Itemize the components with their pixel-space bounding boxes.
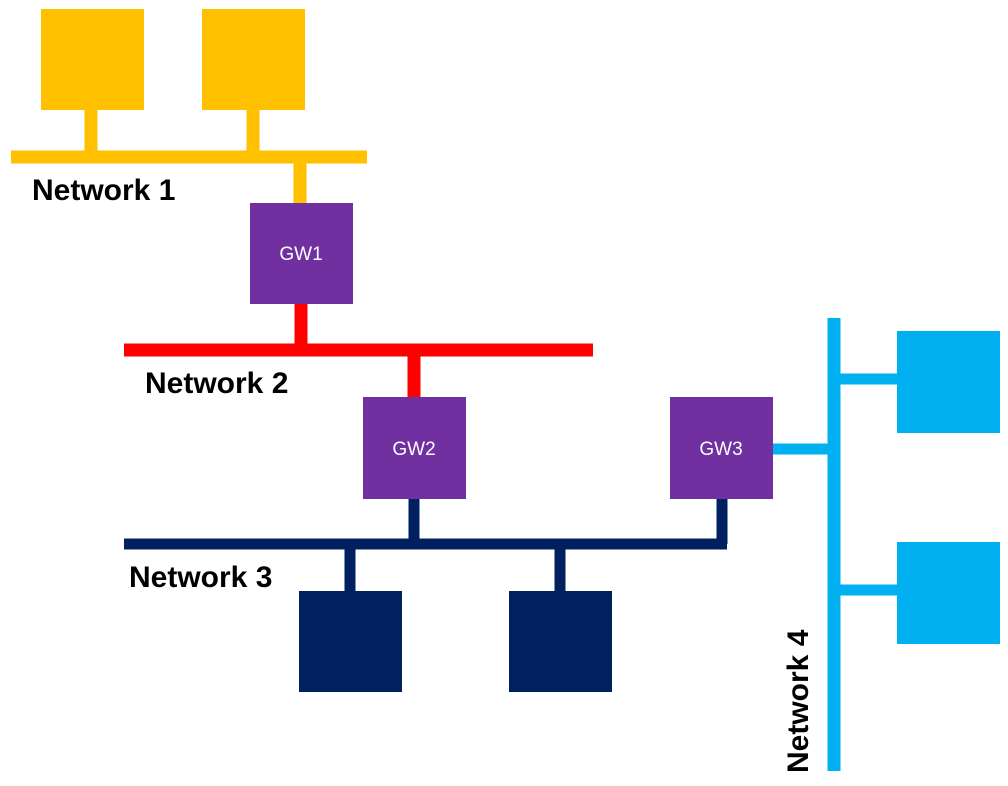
network-3-host-2[interactable] bbox=[509, 591, 612, 692]
gateway-gw1[interactable]: GW1 bbox=[250, 203, 353, 304]
network-2-label: Network 2 bbox=[145, 367, 288, 400]
gw1-label: GW1 bbox=[279, 244, 322, 265]
network-3-host-1[interactable] bbox=[299, 591, 402, 692]
network-3: Network 3 bbox=[124, 498, 728, 692]
gw2-label: GW2 bbox=[392, 439, 435, 460]
network-4-label: Network 4 bbox=[782, 629, 815, 773]
gateway-gw3[interactable]: GW3 bbox=[670, 397, 773, 499]
gw3-box[interactable] bbox=[670, 397, 773, 499]
gw3-label: GW3 bbox=[699, 439, 742, 460]
network-4: Network 4 bbox=[772, 318, 1000, 773]
network-1-label: Network 1 bbox=[32, 174, 175, 207]
network-4-host-1[interactable] bbox=[897, 331, 1000, 433]
gw2-box[interactable] bbox=[363, 397, 466, 499]
network-4-host-2[interactable] bbox=[897, 542, 1000, 644]
network-2: Network 2 bbox=[124, 303, 593, 400]
gateway-gw2[interactable]: GW2 bbox=[363, 397, 466, 499]
network-1: Network 1 bbox=[11, 9, 367, 207]
network-1-host-1[interactable] bbox=[41, 9, 144, 110]
network-1-host-2[interactable] bbox=[202, 9, 305, 110]
gw1-box[interactable] bbox=[250, 203, 353, 304]
network-3-label: Network 3 bbox=[129, 561, 272, 594]
